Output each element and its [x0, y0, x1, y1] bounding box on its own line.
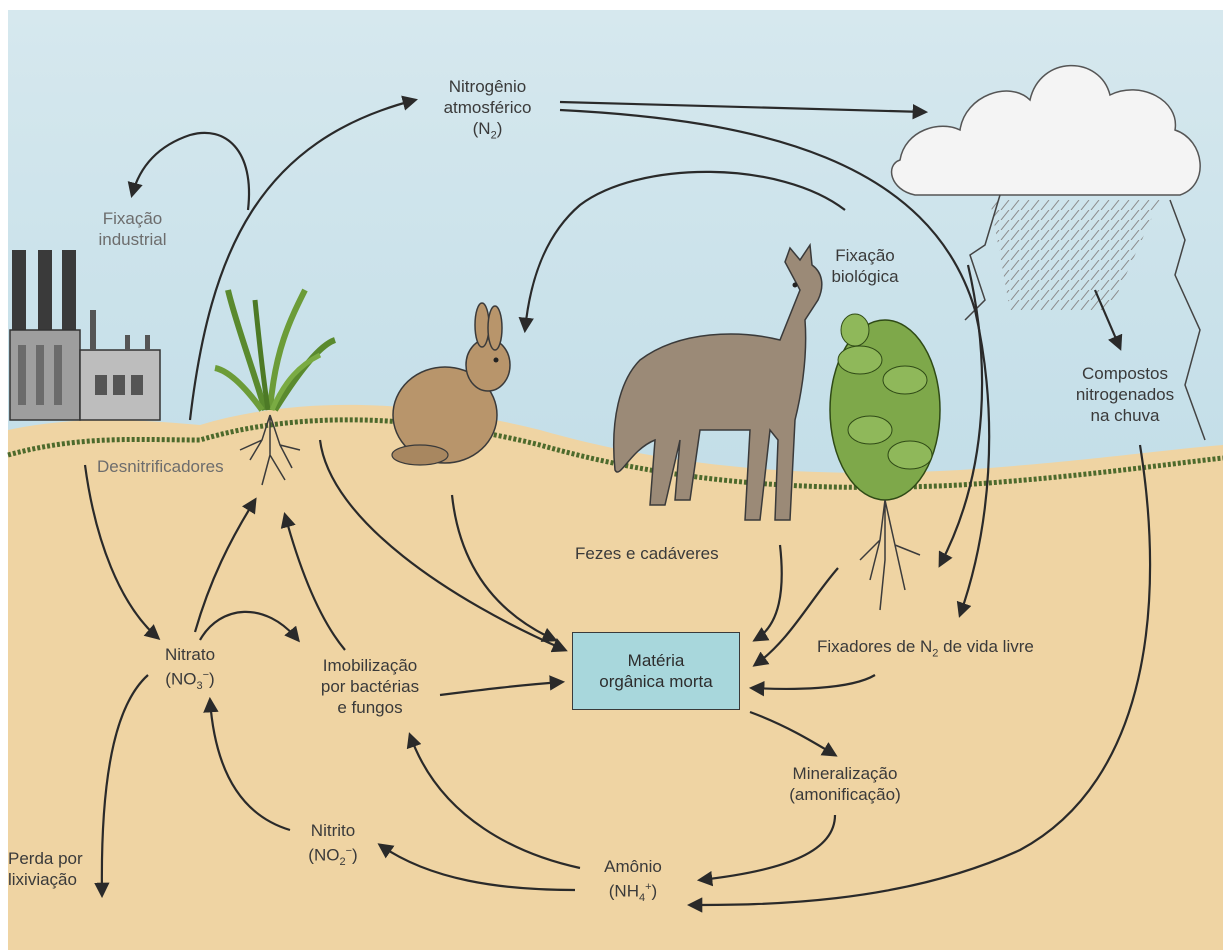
label-mineralizacao: Mineralização (amonificação)	[775, 763, 915, 805]
label-fixacao-biologica: Fixação biológica	[815, 245, 915, 287]
label-amonio: Amônio (NH4+)	[588, 856, 678, 909]
label-desnitrificadores: Desnitrificadores	[97, 456, 224, 477]
label-fezes-cadaveres: Fezes e cadáveres	[575, 543, 719, 564]
label-nitrato: Nitrato (NO3−)	[145, 644, 235, 697]
label-nitrito: Nitrito (NO2−)	[288, 820, 378, 873]
label-nitrogenio-atmosferico: Nitrogênio atmosférico (N2)	[425, 76, 550, 146]
label-fixadores-n2: Fixadores de N2 de vida livre	[817, 636, 1034, 664]
label-perda-lixiviacao: Perda por lixiviação	[8, 848, 83, 890]
label-compostos-nitrogenados: Compostos nitrogenados na chuva	[1065, 363, 1185, 426]
materia-organica-morta-box: Matéria orgânica morta	[572, 632, 740, 710]
label-imobilizacao: Imobilização por bactérias e fungos	[305, 655, 435, 718]
label-fixacao-industrial: Fixação industrial	[85, 208, 180, 250]
